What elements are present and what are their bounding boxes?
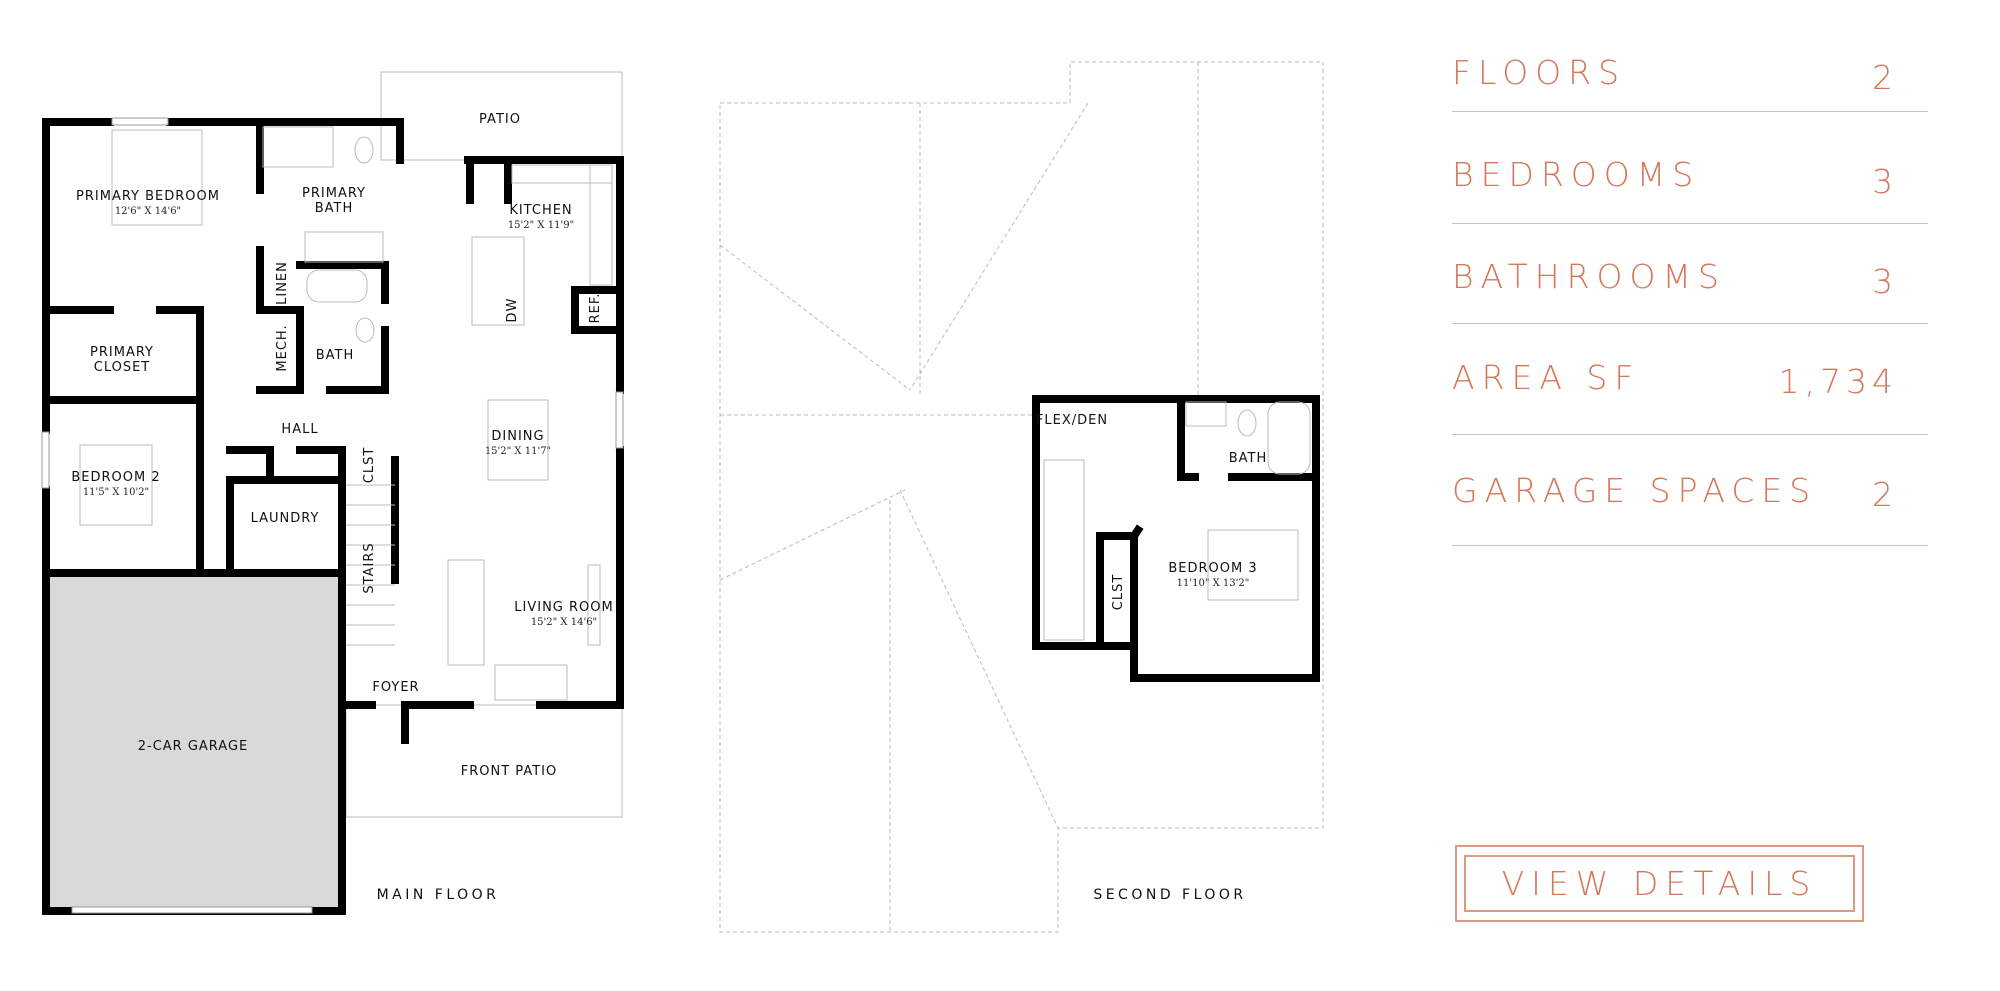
stat-value: 3 [1872, 262, 1898, 301]
room-label-closet-2: CLST [1111, 574, 1126, 611]
room-label-dining: DINING [491, 429, 544, 444]
stat-label: AREA SF [1452, 358, 1641, 397]
view-details-button[interactable]: VIEW DETAILS [1455, 845, 1864, 922]
toilet [355, 317, 375, 343]
floor-title-main: MAIN FLOOR [377, 887, 500, 903]
stat-label: FLOORS [1452, 53, 1627, 92]
garage-door [71, 906, 313, 914]
toilet [354, 136, 374, 164]
shower [262, 126, 334, 168]
room-label-foyer: FOYER [372, 680, 419, 695]
stat-label: GARAGE SPACES [1452, 471, 1818, 510]
room-label-stairs: STAIRS [362, 542, 377, 593]
tv-console [587, 564, 601, 646]
vanity [304, 231, 384, 263]
room-label-primary-bath-2: BATH [315, 201, 354, 216]
room-label-primary-closet-2: CLOSET [94, 360, 151, 375]
garage-floor [46, 573, 342, 911]
stat-value: 2 [1872, 475, 1898, 514]
room-label-bedroom-3: BEDROOM 3 [1168, 561, 1257, 576]
front-patio-outline [345, 704, 623, 818]
bathtub [306, 269, 368, 303]
stat-label: BEDROOMS [1452, 155, 1701, 194]
label-dishwasher: DW [505, 298, 520, 323]
floor-title-second: SECOND FLOOR [1093, 887, 1246, 903]
room-dim-kitchen: 15'2" X 11'9" [508, 220, 574, 231]
stat-bedrooms: BEDROOMS 3 [1452, 112, 1928, 224]
stat-value: 1,734 [1778, 362, 1898, 401]
stat-garage-spaces: GARAGE SPACES 2 [1452, 435, 1928, 546]
second-floor-plan: FLEX/DEN BATH BEDROOM 3 11'10" X 13'2" C… [719, 61, 1324, 933]
sofa [494, 664, 568, 701]
room-label-bedroom-2: BEDROOM 2 [71, 470, 160, 485]
floor-plan: PATIO PRIMARY BEDROOM 12'6" X 14'6" PRIM… [41, 61, 1324, 933]
counter [589, 164, 613, 286]
room-label-primary-bath: PRIMARY [302, 186, 366, 201]
view-details-button-inner-border: VIEW DETAILS [1464, 855, 1855, 912]
dining-table [487, 399, 549, 481]
room-label-patio: PATIO [479, 112, 521, 127]
stats-list: FLOORS 2 BEDROOMS 3 BATHROOMS 3 AREA SF … [1452, 40, 1928, 546]
room-dim-dining: 15'2" X 11'7" [485, 446, 551, 457]
label-refrigerator: REF. [588, 293, 603, 324]
room-label-front-patio: FRONT PATIO [461, 764, 557, 779]
room-label-primary-closet: PRIMARY [90, 345, 154, 360]
room-label-mech: MECH. [275, 324, 290, 371]
room-label-flex-den: FLEX/DEN [1036, 413, 1108, 428]
sink [1185, 401, 1227, 427]
room-dim-bedroom-3: 11'10" X 13'2" [1177, 578, 1250, 589]
stat-floors: FLOORS 2 [1452, 40, 1928, 112]
window [615, 391, 624, 449]
stat-bathrooms: BATHROOMS 3 [1452, 224, 1928, 324]
room-label-primary-bedroom: PRIMARY BEDROOM [76, 189, 220, 204]
room-label-garage: 2-CAR GARAGE [138, 739, 249, 754]
toilet [1237, 409, 1257, 437]
main-floor-plan: PATIO PRIMARY BEDROOM 12'6" X 14'6" PRIM… [41, 71, 624, 915]
room-label-living-room: LIVING ROOM [514, 600, 613, 615]
kitchen-island [471, 236, 525, 326]
window [41, 431, 50, 489]
room-label-bath: BATH [316, 348, 355, 363]
stat-label: BATHROOMS [1452, 257, 1726, 296]
room-dim-living-room: 15'2" X 14'6" [531, 617, 597, 628]
bathtub [1267, 401, 1311, 475]
stat-value: 2 [1872, 58, 1898, 97]
room-label-laundry: LAUNDRY [251, 511, 320, 526]
counter [511, 164, 613, 184]
bed [1207, 529, 1299, 601]
stat-value: 3 [1872, 162, 1898, 201]
sofa [447, 559, 485, 666]
room-label-kitchen: KITCHEN [509, 203, 572, 218]
room-label-bath-2: BATH [1229, 451, 1268, 466]
bed [79, 444, 153, 526]
room-dim-primary-bedroom: 12'6" X 14'6" [115, 206, 181, 217]
room-label-hall: HALL [281, 422, 318, 437]
room-label-linen: LINEN [275, 261, 290, 305]
window [111, 117, 169, 126]
room-label-closet: CLST [362, 447, 377, 484]
view-details-label: VIEW DETAILS [1501, 864, 1818, 903]
bed [111, 129, 203, 226]
stairs [1043, 459, 1085, 641]
room-dim-bedroom-2: 11'5" X 10'2" [83, 487, 149, 498]
stat-area: AREA SF 1,734 [1452, 324, 1928, 435]
